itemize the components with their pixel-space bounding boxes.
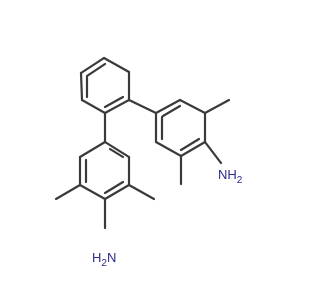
- amine-bottom-h: H: [92, 250, 101, 265]
- bond-ring-a-6: [79, 71, 84, 102]
- amine-bottom-subscript: 2: [101, 258, 107, 269]
- bond-ring-b-4: [179, 140, 207, 158]
- bond-amine-b: [203, 140, 223, 165]
- amine-top-subscript: 2: [237, 175, 243, 186]
- amine-bottom-n: N: [107, 250, 116, 265]
- bond-ring-c-6: [78, 140, 107, 159]
- bond-methyl-c-right: [127, 183, 156, 201]
- bond-ring-a-double-1: [85, 62, 107, 78]
- bond-ring-c-1: [103, 140, 131, 159]
- bond-ring-b-1: [154, 98, 182, 115]
- bond-ring-b-2: [178, 98, 207, 115]
- bond-ring-c-4: [78, 183, 107, 201]
- bond-ring-b-double-2: [179, 137, 201, 152]
- bond-methyl-b-top: [203, 98, 231, 115]
- structure-canvas: NH2 H2N: [54, 56, 243, 269]
- bond-ring-a-1: [79, 56, 106, 75]
- bond-ring-c-3: [103, 183, 131, 201]
- amine-label-top-right: NH2: [218, 167, 243, 186]
- molecule-drawing: NH2 H2N: [54, 56, 243, 269]
- bond-ring-b-double-1: [161, 104, 182, 118]
- bond-ring-a-5: [80, 98, 107, 115]
- bond-ring-a-double-2: [103, 95, 125, 109]
- amine-top-text: NH: [218, 167, 237, 182]
- bond-ring-c-double-2: [103, 180, 125, 195]
- bond-layer: [54, 56, 231, 230]
- bond-ring-b-5: [154, 140, 183, 158]
- bond-biaryl-right: [127, 98, 158, 115]
- bond-ring-a-4: [103, 98, 131, 115]
- bond-methyl-c-left: [54, 183, 82, 201]
- bond-ring-c-double-1: [108, 147, 125, 159]
- amine-label-bottom-left: H2N: [92, 250, 116, 269]
- bond-ring-a-2: [102, 56, 131, 74]
